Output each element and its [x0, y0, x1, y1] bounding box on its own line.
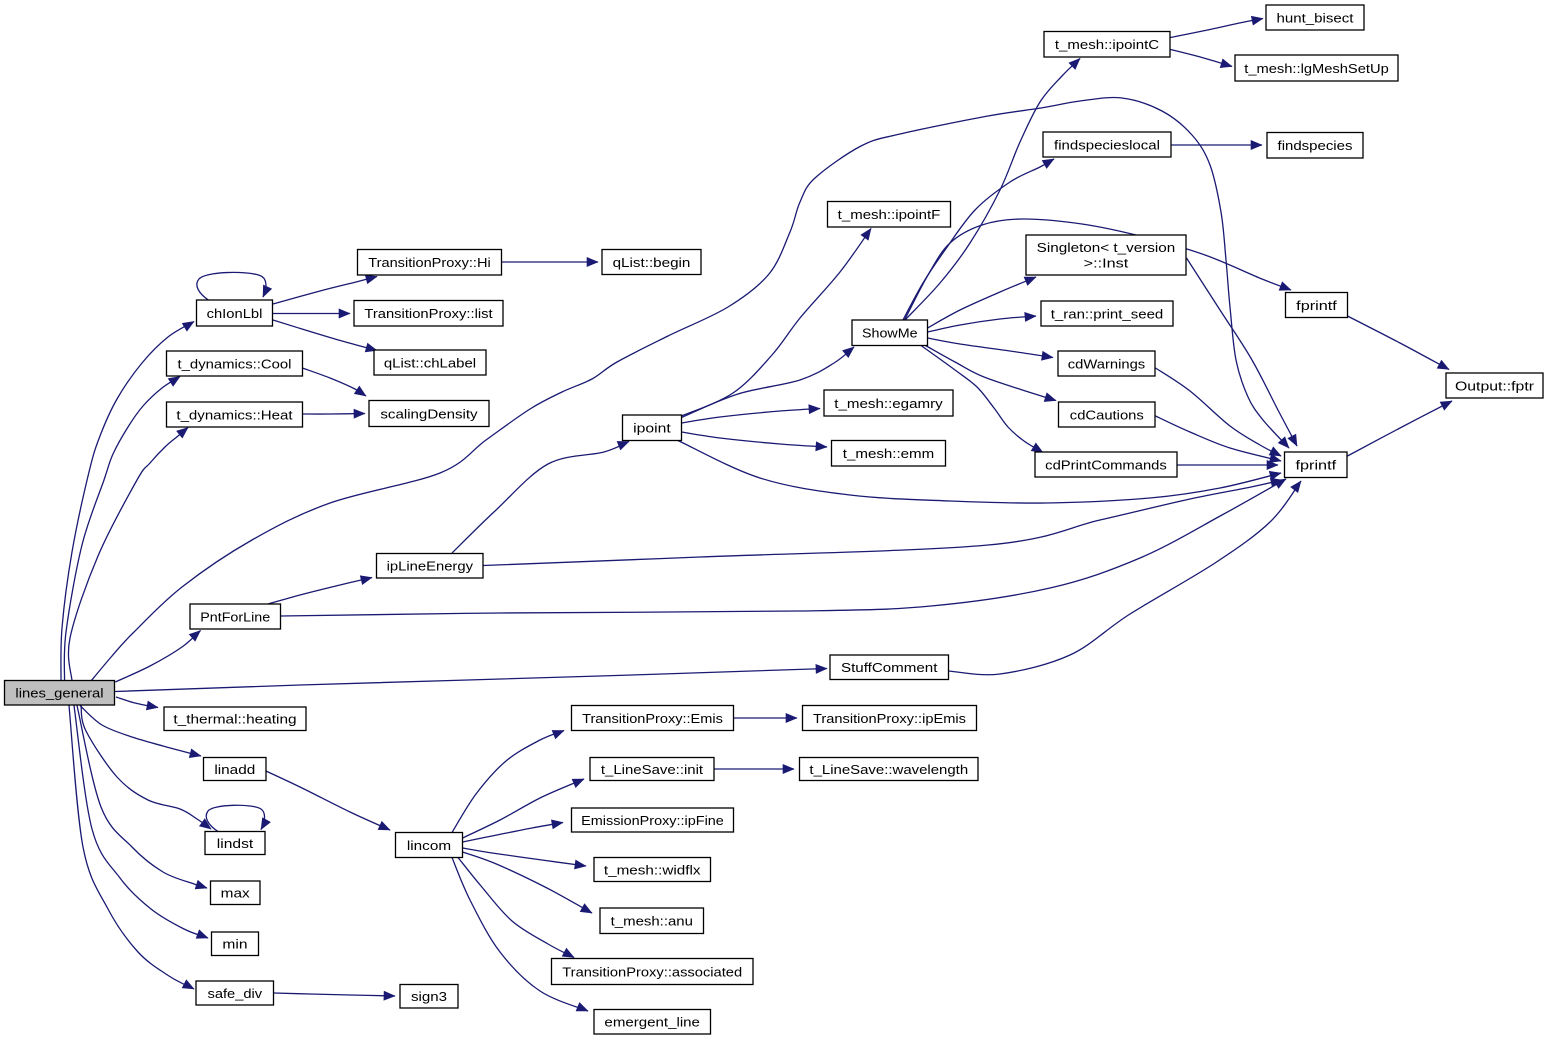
svg-text:max: max — [221, 886, 250, 901]
svg-text:chIonLbl: chIonLbl — [207, 306, 263, 321]
svg-text:t_mesh::egamry: t_mesh::egamry — [834, 396, 943, 411]
svg-text:TransitionProxy::associated: TransitionProxy::associated — [562, 964, 742, 979]
svg-text:lindst: lindst — [217, 836, 254, 851]
svg-text:Output::fptr: Output::fptr — [1455, 378, 1535, 393]
svg-text:t_mesh::widflx: t_mesh::widflx — [604, 862, 701, 877]
svg-text:scalingDensity: scalingDensity — [380, 406, 478, 421]
svg-text:TransitionProxy::ipEmis: TransitionProxy::ipEmis — [813, 711, 966, 726]
svg-text:StuffComment: StuffComment — [841, 660, 938, 675]
svg-text:cdCautions: cdCautions — [1070, 407, 1144, 422]
svg-text:findspecieslocal: findspecieslocal — [1054, 137, 1160, 152]
svg-text:EmissionProxy::ipFine: EmissionProxy::ipFine — [581, 813, 724, 828]
svg-text:t_mesh::ipointF: t_mesh::ipointF — [838, 207, 941, 222]
svg-text:fprintf: fprintf — [1296, 298, 1337, 313]
svg-text:t_mesh::anu: t_mesh::anu — [611, 914, 693, 929]
svg-text:qList::begin: qList::begin — [613, 255, 691, 270]
svg-text:t_LineSave::wavelength: t_LineSave::wavelength — [809, 762, 968, 777]
svg-text:linadd: linadd — [214, 762, 255, 777]
svg-text:t_LineSave::init: t_LineSave::init — [601, 762, 704, 777]
svg-text:hunt_bisect: hunt_bisect — [1277, 10, 1354, 25]
svg-text:t_dynamics::Cool: t_dynamics::Cool — [178, 356, 292, 371]
svg-text:ipoint: ipoint — [633, 421, 671, 436]
svg-text:PntForLine: PntForLine — [200, 609, 270, 624]
svg-text:emergent_line: emergent_line — [604, 1015, 700, 1030]
svg-text:Singleton< t_version: Singleton< t_version — [1037, 240, 1176, 255]
svg-text:TransitionProxy::Emis: TransitionProxy::Emis — [582, 711, 723, 726]
svg-text:ipLineEnergy: ipLineEnergy — [387, 559, 474, 574]
svg-text:lines_general: lines_general — [15, 686, 103, 701]
svg-text:ShowMe: ShowMe — [862, 326, 918, 341]
svg-text:lincom: lincom — [407, 838, 451, 853]
svg-text:safe_div: safe_div — [208, 986, 263, 1001]
svg-text:findspecies: findspecies — [1278, 138, 1353, 153]
svg-text:t_mesh::emm: t_mesh::emm — [843, 446, 934, 461]
svg-text:qList::chLabel: qList::chLabel — [384, 355, 476, 370]
svg-text:t_thermal::heating: t_thermal::heating — [173, 712, 296, 727]
svg-text:cdWarnings: cdWarnings — [1068, 356, 1146, 371]
svg-text:min: min — [222, 937, 247, 952]
svg-text:TransitionProxy::list: TransitionProxy::list — [364, 306, 493, 321]
svg-text:t_mesh::ipointC: t_mesh::ipointC — [1055, 37, 1160, 52]
svg-text:sign3: sign3 — [411, 989, 447, 1004]
svg-text:>::Inst: >::Inst — [1084, 255, 1129, 270]
svg-text:t_dynamics::Heat: t_dynamics::Heat — [176, 407, 293, 422]
svg-text:TransitionProxy::Hi: TransitionProxy::Hi — [368, 255, 490, 270]
svg-text:cdPrintCommands: cdPrintCommands — [1045, 457, 1167, 472]
svg-text:fprintf: fprintf — [1296, 458, 1337, 473]
svg-text:t_ran::print_seed: t_ran::print_seed — [1051, 306, 1164, 321]
svg-text:t_mesh::lgMeshSetUp: t_mesh::lgMeshSetUp — [1244, 61, 1389, 76]
